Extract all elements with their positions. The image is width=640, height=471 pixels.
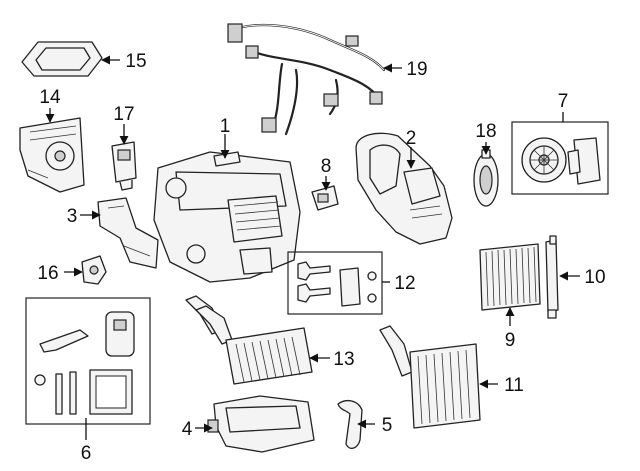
callout-19: 19 <box>406 59 427 80</box>
part-11-evaporator <box>379 325 481 429</box>
part-6-seal-kit-box <box>25 297 151 425</box>
part-5-drain-hose <box>337 399 363 449</box>
part-8-connector <box>311 185 339 211</box>
callout-4: 4 <box>182 419 193 440</box>
callout-12: 12 <box>394 273 415 294</box>
callout-7: 7 <box>558 91 569 112</box>
part-15-seal <box>21 41 103 77</box>
part-1-hvac-case <box>153 151 301 283</box>
callout-labels: 1 2 3 4 5 6 7 8 9 10 11 12 13 14 15 16 1… <box>37 51 605 464</box>
part-14-housing-section <box>19 117 85 193</box>
part-10-filter-door <box>545 235 559 319</box>
part-16-sensor <box>81 255 107 285</box>
leader-lines <box>45 55 580 440</box>
part-7-blower-motor-box <box>511 121 609 195</box>
callout-16: 16 <box>37 263 58 284</box>
callout-9: 9 <box>505 330 516 351</box>
callout-5: 5 <box>382 415 393 436</box>
part-4-lower-case <box>207 395 315 453</box>
part-3-duct <box>97 197 159 269</box>
part-17-actuator <box>111 141 137 191</box>
part-2-blower-housing <box>355 132 453 245</box>
callout-2: 2 <box>406 128 417 149</box>
callout-11: 11 <box>504 375 524 396</box>
part-19-wiring-harness <box>227 23 386 136</box>
callout-18: 18 <box>475 121 496 142</box>
part-13-heater-core <box>185 295 313 385</box>
part-12-expansion-valve-kit <box>287 251 383 315</box>
callout-10: 10 <box>584 267 605 288</box>
callout-8: 8 <box>321 156 332 177</box>
part-18-resistor <box>473 149 499 207</box>
callout-13: 13 <box>333 349 354 370</box>
callout-15: 15 <box>125 51 146 72</box>
callout-17: 17 <box>113 104 134 125</box>
callout-6: 6 <box>81 443 92 464</box>
callout-3: 3 <box>67 206 78 227</box>
callout-1: 1 <box>220 116 231 137</box>
callout-14: 14 <box>39 87 61 108</box>
part-9-cabin-filter <box>479 243 541 311</box>
